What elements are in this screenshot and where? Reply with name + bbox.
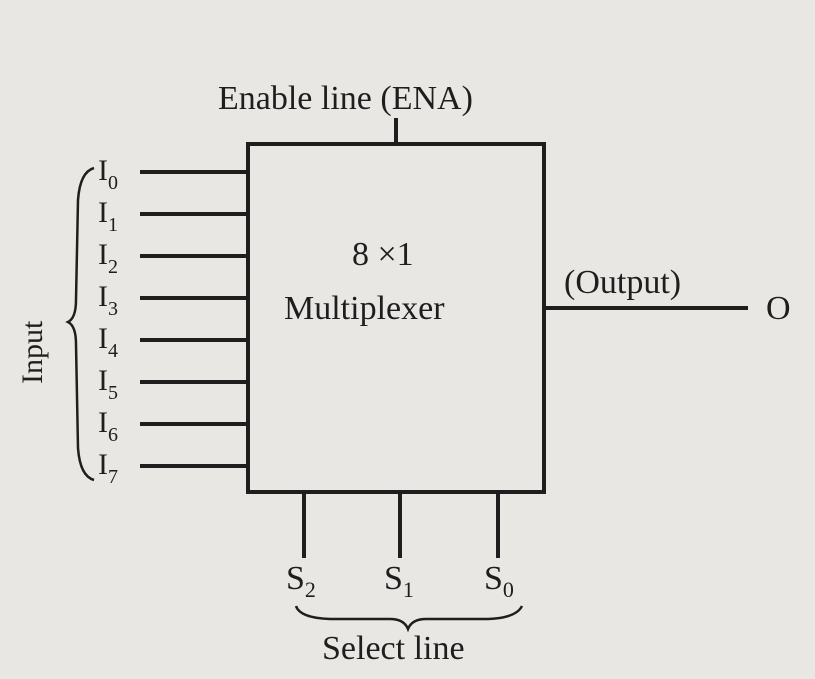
output-symbol: O: [766, 290, 791, 327]
input-label-0: I0: [98, 154, 118, 194]
select-group-label: Select line: [322, 630, 465, 667]
select-brace: [294, 605, 524, 633]
select-label-s2: S2: [286, 560, 316, 602]
output-label: (Output): [564, 264, 682, 301]
select-label-s0: S0: [484, 560, 514, 602]
input-label-7: I7: [98, 448, 118, 488]
input-brace: [65, 166, 95, 482]
input-group-label: Input: [16, 320, 49, 384]
select-label-s1: S1: [384, 560, 414, 602]
block-name-label: Multiplexer: [284, 290, 445, 327]
block-size-label: 8 ×1: [352, 236, 414, 273]
input-label-4: I4: [98, 322, 118, 362]
input-label-6: I6: [98, 406, 118, 446]
input-label-5: I5: [98, 364, 118, 404]
enable-line-label: Enable line (ENA): [218, 80, 473, 117]
input-label-1: I1: [98, 196, 118, 236]
input-label-3: I3: [98, 280, 118, 320]
input-label-2: I2: [98, 238, 118, 278]
